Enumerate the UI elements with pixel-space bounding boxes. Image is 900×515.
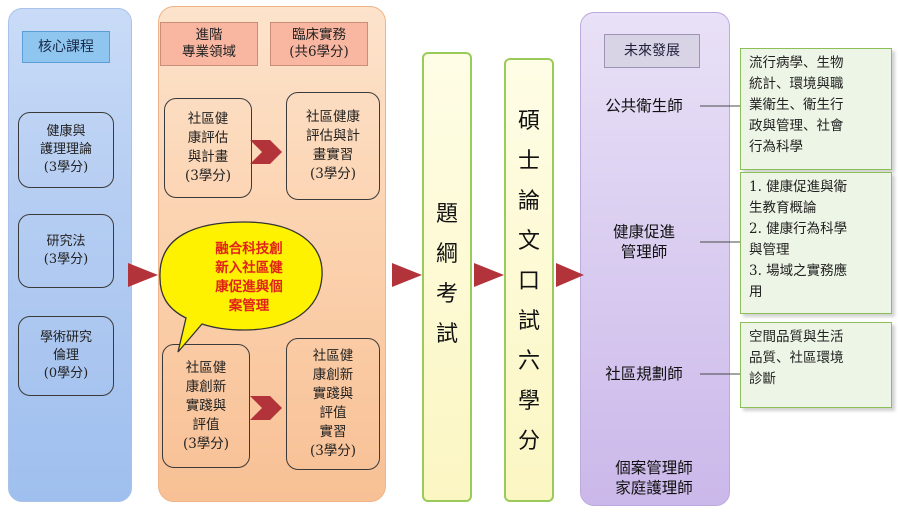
- future-development-header: 未來發展: [604, 34, 700, 68]
- thesis-defense-label: 碩 士 論 文 口 試 六 學 分: [506, 104, 552, 460]
- desc-health-promotion: 1. 健康促進與衛 生教育概論 2. 健康行為科學 與管理 3. 場域之實務應 …: [740, 172, 892, 314]
- arrow-thesis-to-future: [556, 263, 584, 287]
- advanced-field-header: 進階 專業領域: [160, 22, 258, 66]
- clinical-practice-header: 臨床實務 (共6學分): [270, 22, 368, 66]
- core-course-theory: 健康與 護理理論 (3學分): [18, 112, 114, 188]
- arrow-advanced-to-proposal: [392, 263, 422, 287]
- arrow-course2-to-practice2: [250, 396, 282, 420]
- arrow-core-to-advanced: [128, 263, 158, 287]
- arrow-proposal-to-thesis: [474, 263, 504, 287]
- course-community-assessment: 社區健 康評估 與計畫 (3學分): [164, 98, 252, 198]
- career-public-health-officer: 公共衛生師: [605, 97, 683, 115]
- thesis-char: 試: [517, 309, 540, 334]
- career-community-planner: 社區規劃師: [605, 365, 683, 383]
- practice-community-innovation: 社區健 康創新 實踐與 評值 實習 (3學分): [286, 338, 380, 470]
- proposal-char: 綱: [435, 242, 458, 267]
- thesis-char: 士: [517, 149, 540, 174]
- thesis-char: 碩: [517, 109, 540, 134]
- callout-text: 融合科技創 新入社區健 康促進與個 案管理: [215, 241, 283, 314]
- proposal-char: 試: [435, 322, 458, 347]
- desc-community-planner: 空間品質與生活 品質、社區環境 診斷: [740, 322, 892, 408]
- career-health-promotion-manager: 健康促進 管理師: [612, 223, 675, 261]
- career-case-manager-family-nurse: 個案管理師 家庭護理師: [615, 459, 693, 497]
- core-courses-header: 核心課程: [22, 31, 110, 63]
- desc-public-health: 流行病學、生物 統計、環境與職 業衛生、衛生行 政與管理、社會 行為科學: [740, 48, 892, 170]
- thesis-char: 論: [517, 189, 540, 214]
- practice-community-assessment: 社區健康 評估與計 畫實習 (3學分): [286, 92, 380, 200]
- arrow-course1-to-practice1: [250, 140, 282, 164]
- thesis-char: 學: [517, 389, 540, 414]
- core-course-research-methods: 研究法 (3學分): [18, 214, 114, 288]
- thesis-char: 分: [517, 429, 540, 454]
- thesis-char: 文: [517, 229, 540, 254]
- proposal-char: 題: [435, 202, 458, 227]
- core-courses-panel: [8, 8, 132, 502]
- future-development-panel: [580, 12, 730, 506]
- callout-bubble: [159, 221, 323, 353]
- thesis-char: 六: [517, 349, 540, 374]
- core-course-ethics: 學術研究 倫理 (0學分): [18, 316, 114, 396]
- thesis-char: 口: [517, 269, 540, 294]
- proposal-exam-panel: [422, 52, 472, 502]
- course-community-innovation: 社區健 康創新 實踐與 評值 (3學分): [162, 344, 250, 468]
- proposal-char: 考: [435, 282, 458, 307]
- thesis-defense-panel: [504, 58, 554, 502]
- proposal-exam-label: 題 綱 考 試: [424, 190, 470, 360]
